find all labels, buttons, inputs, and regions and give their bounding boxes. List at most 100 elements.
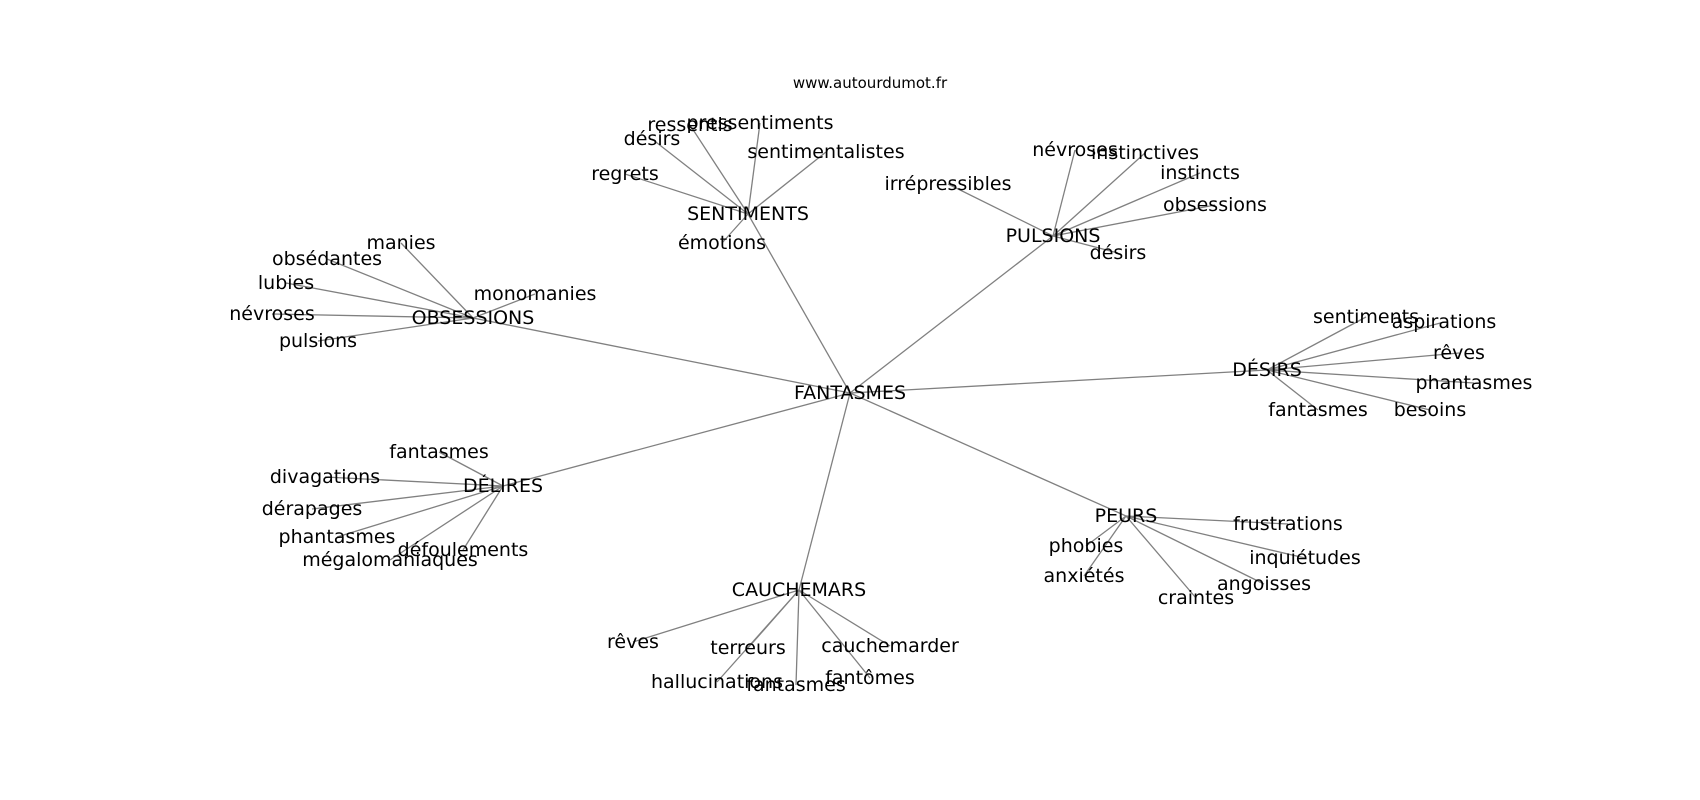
edge-center-to-1	[849, 235, 1054, 394]
edge-2-leaf-2	[285, 282, 474, 319]
leaf-node: cauchemarder	[821, 635, 959, 657]
edge-2-leaf-5	[472, 293, 536, 319]
leaf-node: angoisses	[1217, 573, 1311, 595]
leaf-node: fantasmes	[746, 674, 845, 696]
leaf-node: dérapages	[262, 498, 363, 520]
leaf-node: névroses	[1032, 139, 1117, 161]
leaf-node: craintes	[1158, 587, 1234, 609]
edge-3-leaf-4	[1266, 369, 1319, 411]
edge-2-leaf-1	[326, 258, 474, 319]
edge-4-leaf-3	[336, 485, 504, 538]
edge-1-leaf-5	[1052, 235, 1119, 254]
graph-edges	[271, 122, 1475, 686]
cluster-node: SENTIMENTS	[687, 203, 809, 225]
edge-3-leaf-1	[1266, 321, 1445, 371]
leaf-node: fantasmes	[1268, 399, 1367, 421]
leaf-node: instincts	[1160, 162, 1240, 184]
edge-1-leaf-3	[947, 183, 1054, 237]
leaf-node: manies	[366, 232, 435, 254]
edge-0-leaf-0	[747, 122, 761, 215]
edge-center-to-4	[502, 392, 851, 487]
cluster-node: OBSESSIONS	[412, 307, 535, 329]
edge-3-leaf-5	[1266, 369, 1431, 411]
edge-4-leaf-2	[311, 485, 504, 510]
edge-0-leaf-5	[721, 213, 749, 244]
edge-6-leaf-3	[716, 589, 800, 683]
leaf-node: fantômes	[825, 667, 915, 689]
cluster-node: CAUCHEMARS	[732, 579, 866, 601]
leaf-node: obsessions	[1163, 194, 1267, 216]
leaf-node: ressentis	[647, 114, 732, 136]
edge-1-leaf-4	[1052, 204, 1216, 237]
edge-4-leaf-4	[462, 485, 504, 551]
edge-5-leaf-2	[1125, 515, 1306, 559]
leaf-node: phobies	[1049, 535, 1124, 557]
leaf-node: phantasmes	[1416, 372, 1533, 394]
leaf-node: regrets	[591, 163, 659, 185]
edge-3-leaf-2	[1266, 352, 1460, 371]
edge-3-leaf-3	[1266, 369, 1475, 384]
leaf-node: pulsions	[279, 330, 357, 352]
leaf-node: frustrations	[1233, 513, 1343, 535]
edge-0-leaf-4	[624, 173, 749, 215]
leaf-node: besoins	[1394, 399, 1467, 421]
edge-center-to-5	[849, 392, 1127, 517]
edge-2-leaf-4	[317, 317, 474, 342]
edge-0-leaf-3	[747, 151, 827, 215]
leaf-node: obsédantes	[272, 248, 382, 270]
site-url: www.autourdumot.fr	[793, 74, 948, 92]
leaf-node: rêves	[607, 631, 659, 653]
edge-6-leaf-0	[632, 589, 800, 643]
leaf-node: sentimentalistes	[747, 141, 904, 163]
leaf-node: inquiétudes	[1249, 547, 1361, 569]
edge-0-leaf-2	[651, 138, 749, 215]
leaf-node: irrépressibles	[885, 173, 1012, 195]
cluster-node: PULSIONS	[1006, 225, 1101, 247]
edge-center-to-6	[798, 392, 851, 591]
leaf-node: lubies	[258, 272, 314, 294]
leaf-node: divagations	[270, 466, 380, 488]
edge-center-to-0	[747, 213, 851, 394]
leaf-node: défoulements	[398, 539, 529, 561]
leaf-node: sentiments	[1313, 306, 1419, 328]
edge-3-leaf-0	[1266, 316, 1367, 371]
leaf-node: émotions	[678, 232, 766, 254]
leaf-node: phantasmes	[279, 526, 396, 548]
edge-0-leaf-1	[689, 124, 749, 215]
graph-labels: FANTASMES SENTIMENTS pressentimentsressent…	[229, 112, 1532, 696]
leaf-node: pressentiments	[687, 112, 834, 134]
edge-5-leaf-4	[1125, 515, 1265, 585]
leaf-node: désirs	[1090, 242, 1147, 264]
cluster-node: DÉSIRS	[1232, 358, 1302, 381]
edge-6-leaf-4	[795, 589, 800, 686]
leaf-node: monomanies	[474, 283, 597, 305]
edge-6-leaf-2	[798, 589, 891, 647]
leaf-node: instinctives	[1091, 142, 1199, 164]
edge-5-leaf-3	[1083, 515, 1127, 577]
edge-6-leaf-5	[798, 589, 871, 679]
leaf-node: rêves	[1433, 342, 1485, 364]
edge-center-to-3	[849, 369, 1268, 394]
leaf-node: hallucinations	[651, 671, 783, 693]
edge-4-leaf-0	[438, 451, 504, 487]
edge-2-leaf-0	[400, 242, 474, 319]
leaf-node: aspirations	[1392, 311, 1497, 333]
edge-5-leaf-5	[1125, 515, 1197, 599]
edge-2-leaf-3	[271, 313, 474, 319]
leaf-node: fantasmes	[389, 441, 488, 463]
edge-5-leaf-1	[1085, 515, 1127, 547]
leaf-node: terreurs	[710, 637, 785, 659]
edge-4-leaf-1	[324, 476, 504, 487]
edge-5-leaf-0	[1125, 515, 1289, 525]
edge-1-leaf-2	[1052, 172, 1201, 237]
edge-center-to-2	[472, 317, 851, 394]
edge-4-leaf-5	[389, 485, 504, 561]
cluster-node: PEURS	[1095, 505, 1158, 527]
leaf-node: anxiétés	[1044, 565, 1125, 587]
center-node: FANTASMES	[794, 382, 906, 404]
leaf-node: mégalomaniaques	[302, 549, 478, 571]
edge-1-leaf-0	[1052, 149, 1076, 237]
cluster-node: DÉLIRES	[463, 474, 543, 497]
edge-1-leaf-1	[1052, 152, 1146, 237]
